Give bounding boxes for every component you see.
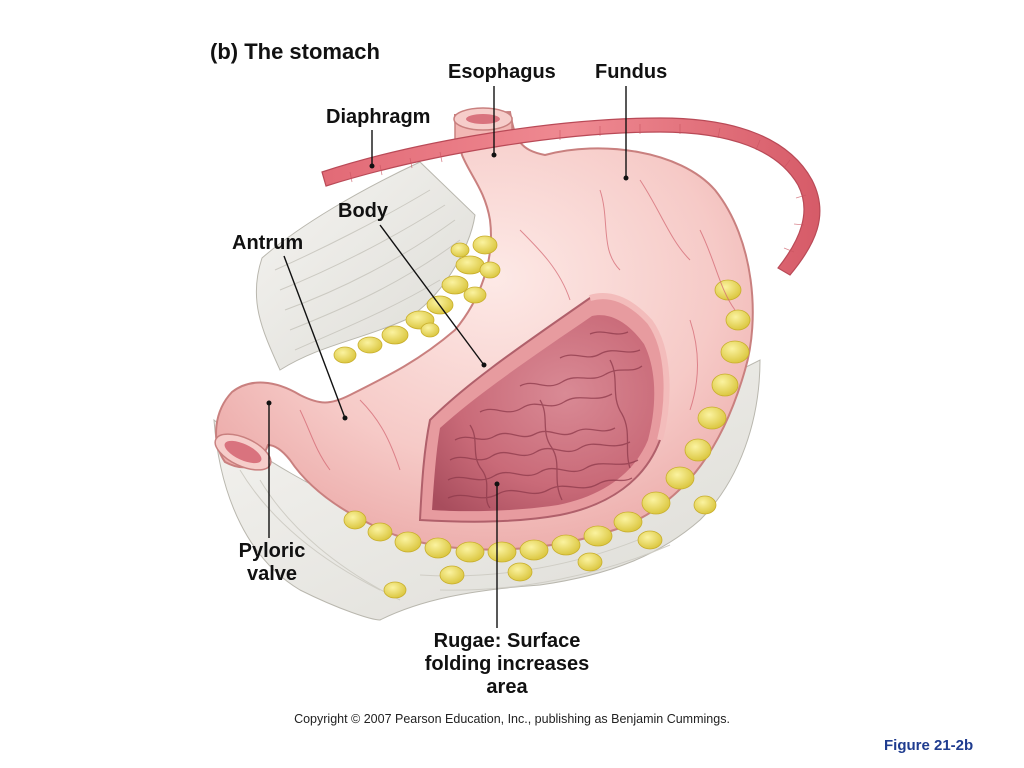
label-pyloric-valve-line-2: valve xyxy=(246,563,298,585)
leader-dot-body xyxy=(481,362,487,368)
leader-body xyxy=(379,224,485,366)
label-antrum: Antrum xyxy=(232,232,304,254)
figure-title: (b) The stomach xyxy=(210,39,380,64)
leader-dot-pyloric-valve xyxy=(266,400,272,406)
leader-antrum xyxy=(283,255,346,419)
label-pyloric-valve-line-1: Pyloric xyxy=(238,540,306,562)
rugae-folds xyxy=(447,331,643,509)
lesser-omentum xyxy=(255,161,476,371)
pyloric-opening xyxy=(214,433,272,471)
label-diaphragm: Diaphragm xyxy=(326,106,431,128)
label-rugae-line-1: Rugae: Surface xyxy=(433,630,581,652)
fat-clusters-lesser xyxy=(333,235,501,364)
figure-number: Figure 21-2b xyxy=(884,737,974,754)
leader-dot-diaphragm xyxy=(369,163,375,169)
label-rugae-line-2: folding increases xyxy=(424,653,590,675)
blood-vessels xyxy=(299,179,736,471)
label-pyloric-valve: Pyloric valve xyxy=(228,540,316,586)
leader-lines xyxy=(266,86,629,628)
label-rugae-line-3: area xyxy=(486,676,528,698)
label-body: Body xyxy=(338,200,388,222)
leader-dot-esophagus xyxy=(491,152,497,158)
leader-dot-antrum xyxy=(342,415,348,421)
leader-dot-rugae xyxy=(494,481,500,487)
copyright-notice: Copyright © 2007 Pearson Education, Inc.… xyxy=(294,712,730,726)
fat-clusters-greater xyxy=(343,279,751,599)
label-fundus: Fundus xyxy=(595,61,668,83)
diaphragm-fibers xyxy=(349,124,807,253)
leader-dot-fundus xyxy=(623,175,629,181)
label-esophagus: Esophagus xyxy=(448,61,556,83)
diaphragm-band xyxy=(321,117,821,276)
cutaway-interior xyxy=(418,293,670,523)
label-rugae: Rugae: Surface folding increases area xyxy=(400,630,614,699)
